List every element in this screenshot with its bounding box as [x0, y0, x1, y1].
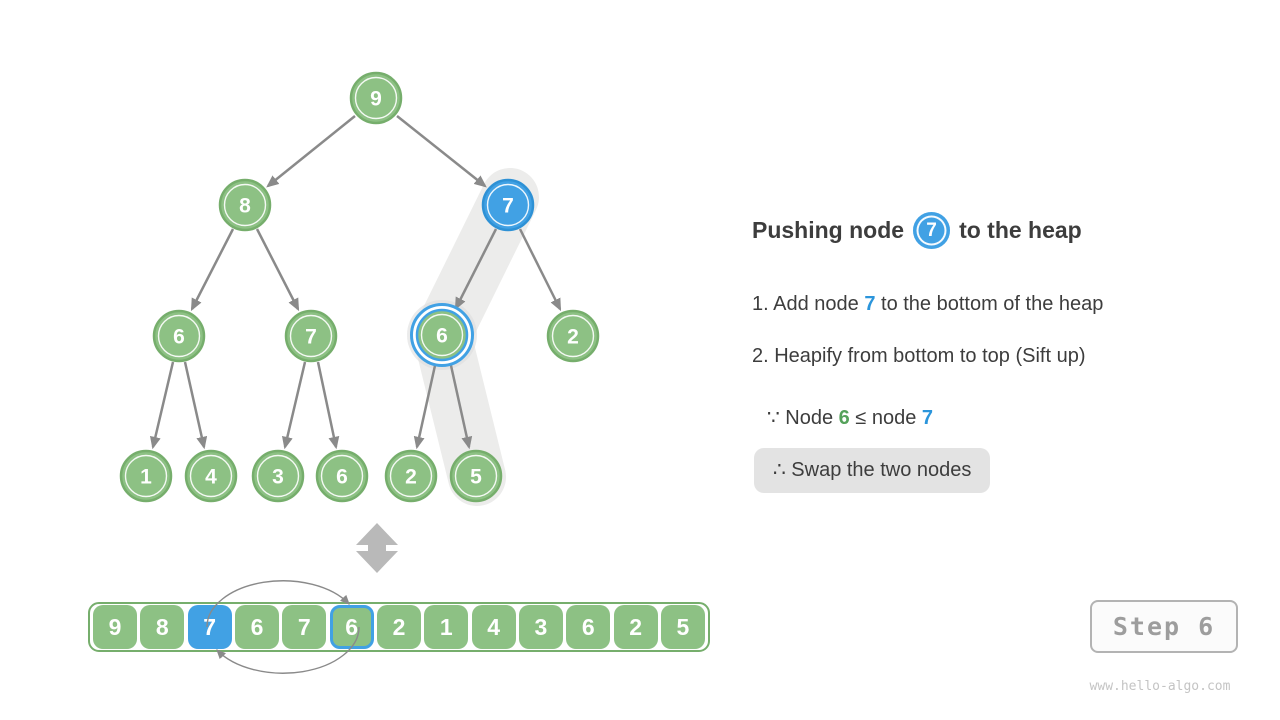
title-suffix: to the heap	[959, 217, 1082, 243]
tree-node-6-left: 6	[152, 309, 206, 363]
svg-text:2: 2	[567, 326, 579, 349]
tree-node-5-bottom: 5	[449, 449, 503, 503]
svg-text:7: 7	[305, 326, 317, 349]
instruction-step-1: 1. Add node 7 to the bottom of the heap	[752, 293, 1104, 315]
array-cell: 6	[234, 605, 279, 649]
array-cell: 4	[471, 605, 516, 649]
array-cell: 8	[140, 605, 185, 649]
tree-node-4: 4	[184, 449, 238, 503]
svg-text:9: 9	[370, 88, 382, 111]
svg-text:2: 2	[405, 466, 417, 489]
therefore-statement: ∴ Swap the two nodes	[754, 448, 991, 493]
svg-text:4: 4	[205, 466, 217, 489]
step-counter: Step 6	[1090, 600, 1238, 653]
array-cell: 3	[518, 605, 563, 649]
array-cell-selected: 7	[187, 605, 232, 649]
tree-node-6-bottom: 6	[315, 449, 369, 503]
tree-edges	[150, 115, 562, 450]
svg-text:8: 8	[239, 195, 251, 218]
array-cell: 6	[566, 605, 611, 649]
array-cell: 2	[613, 605, 658, 649]
instruction-step-2: 2. Heapify from bottom to top (Sift up)	[752, 345, 1086, 367]
pushed-node-badge: 7	[913, 212, 951, 249]
tree-node-2-bottom: 2	[384, 449, 438, 503]
sift-up-path-band	[413, 168, 539, 506]
tree-node-9: 9	[349, 71, 403, 125]
array-cell: 7	[282, 605, 327, 649]
swap-target-halo	[407, 300, 477, 370]
tree-node-7-pushed: 7	[481, 178, 535, 232]
up-down-arrow-icon	[356, 523, 398, 573]
watermark: www.hello-algo.com	[1089, 679, 1231, 694]
highlight-node-7: 7	[864, 293, 876, 315]
heap-array: 9 8 7 6 7 6 2 1 4 3 6 2 5	[88, 602, 710, 652]
array-cell: 2	[376, 605, 421, 649]
array-cell-ring: 6	[329, 605, 374, 649]
svg-text:6: 6	[336, 466, 348, 489]
svg-text:3: 3	[272, 466, 284, 489]
tree-node-2-right: 2	[546, 309, 600, 363]
svg-text:7: 7	[502, 195, 514, 218]
tree-node-3: 3	[251, 449, 305, 503]
highlight-node-6: 6	[838, 407, 850, 429]
svg-text:6: 6	[436, 325, 448, 348]
array-cell: 5	[660, 605, 705, 649]
svg-text:1: 1	[140, 466, 152, 489]
array-cell: 9	[93, 605, 137, 649]
tree-node-6-swap-target: 6	[410, 303, 474, 367]
tree-node-8: 8	[218, 178, 272, 232]
highlight-node-7: 7	[921, 407, 934, 429]
array-cell: 1	[424, 605, 469, 649]
title-prefix: Pushing node	[752, 217, 905, 243]
tree-node-7-left: 7	[284, 309, 338, 363]
tree-node-1: 1	[119, 449, 173, 503]
svg-text:6: 6	[173, 326, 185, 349]
page-title: Pushing node 7 to the heap	[752, 212, 1082, 249]
svg-text:5: 5	[470, 466, 482, 489]
because-statement: ∵ Node 6 ≤ node 7	[767, 407, 934, 429]
